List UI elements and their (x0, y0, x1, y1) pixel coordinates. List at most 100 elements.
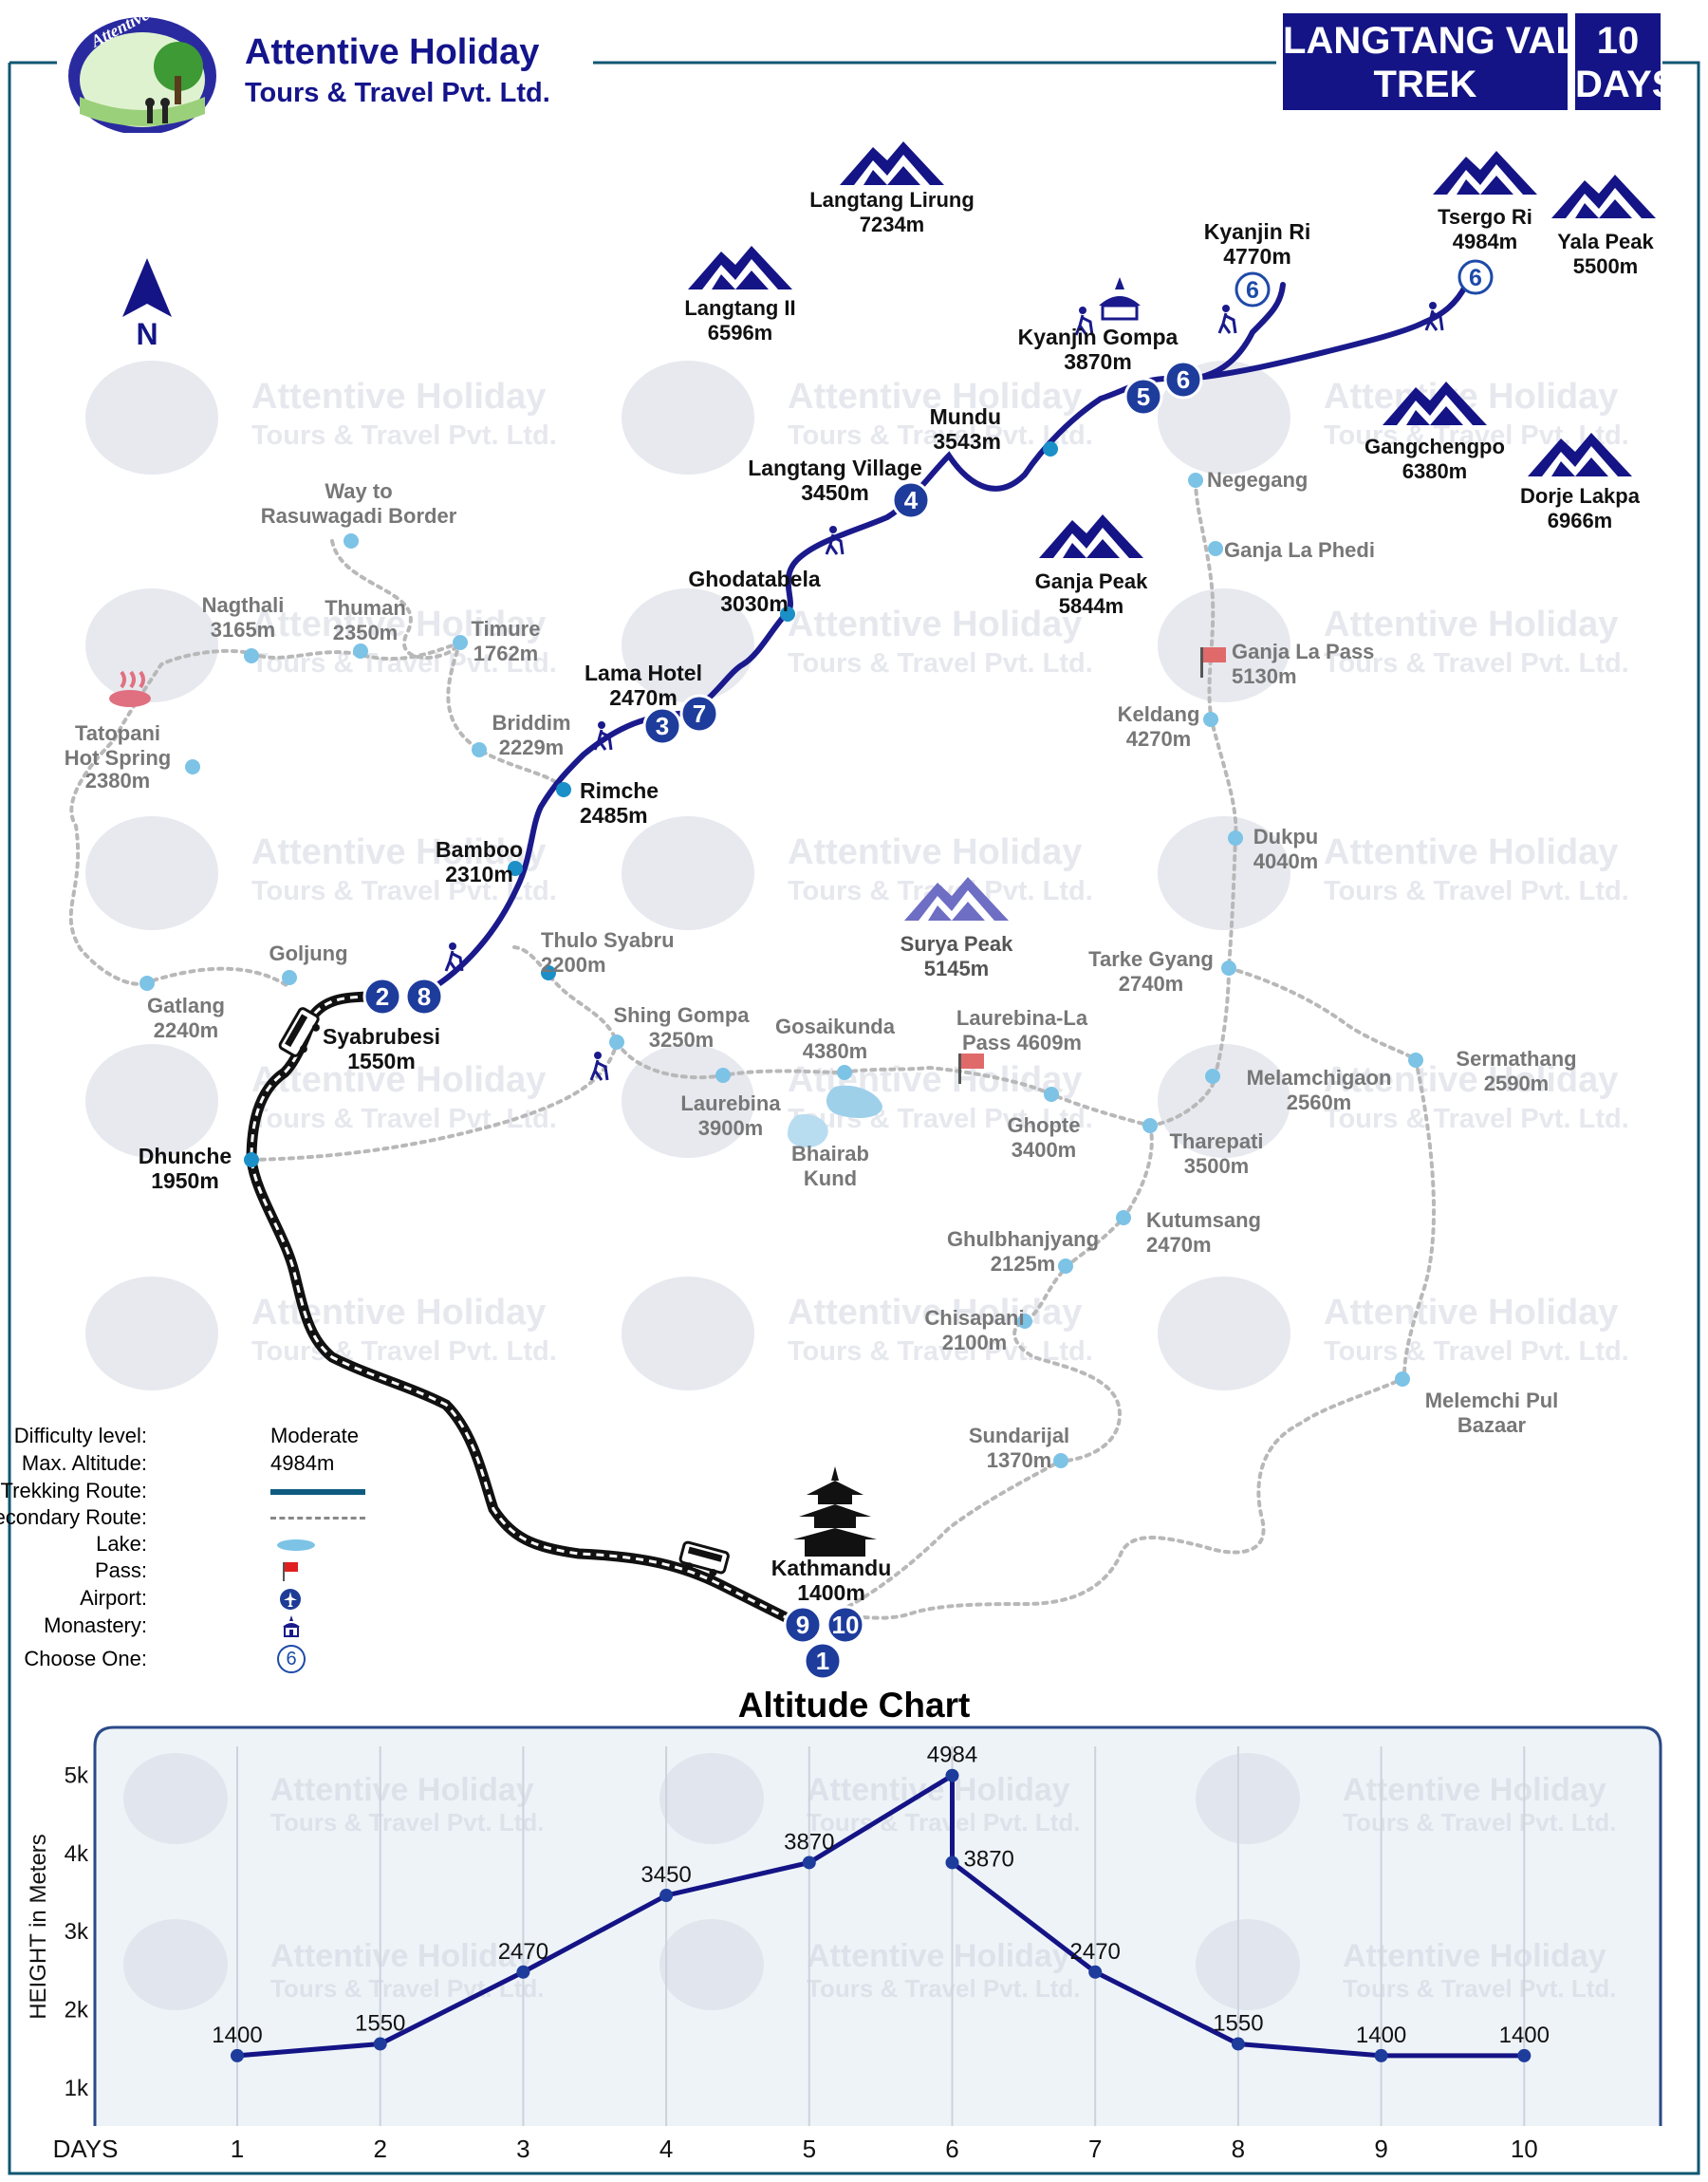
place-name: Tharepati (1169, 1129, 1263, 1153)
mountain-icon (1383, 382, 1487, 425)
place-altitude: 2560m (1287, 1091, 1352, 1114)
place-altitude: 3165m (211, 618, 276, 642)
waypoint-dot (541, 965, 556, 980)
watermark-emblem (85, 1044, 218, 1158)
place-altitude: Rasuwagadi Border (261, 504, 457, 528)
x-tick-label: 2 (373, 2135, 386, 2163)
hiker-icon (444, 942, 464, 972)
watermark-line2: Tours & Travel Pvt. Ltd. (1343, 1974, 1616, 2003)
place-name: Way to (325, 479, 392, 503)
watermark-emblem (1158, 1277, 1290, 1390)
watermark-line1: Attentive Holiday (1343, 1938, 1606, 1974)
y-tick-label: 4k (65, 1841, 89, 1867)
place-altitude: 2200m (541, 953, 606, 977)
day-marker: 5 (1123, 377, 1163, 417)
place-altitude: 1550m (347, 1049, 416, 1073)
peak-name: Dorje Lakpa (1520, 484, 1641, 508)
waypoint-dot (244, 648, 259, 663)
waypoint-dot (1408, 1053, 1423, 1068)
watermark-emblem (622, 1277, 754, 1390)
waypoint-dot (1142, 1118, 1158, 1133)
y-tick-label: 5k (65, 1762, 89, 1788)
place-name: Timure (472, 617, 541, 641)
data-label: 3870 (784, 1829, 834, 1855)
lake-icon (277, 1539, 315, 1551)
place-name: Thuman (325, 596, 406, 620)
day-marker-label: 4 (904, 486, 919, 514)
north-label: N (136, 317, 158, 351)
watermark-emblem (1158, 816, 1290, 930)
days-number: 10 (1596, 20, 1640, 62)
legend-choose-label: Choose One: (24, 1647, 147, 1670)
data-point (1231, 2037, 1245, 2051)
peak-altitude: 6596m (708, 321, 773, 345)
place-name: Gosaikunda (775, 1015, 896, 1038)
watermark-emblem (659, 1919, 764, 2010)
place-name: Bhairab (791, 1142, 869, 1166)
place-altitude: 1370m (987, 1448, 1052, 1472)
data-point (516, 1965, 530, 1979)
watermark-emblem (1158, 1044, 1290, 1158)
waypoint-dot (282, 970, 297, 985)
peak-name: Langtang Lirung (809, 188, 975, 212)
flag-icon (1200, 647, 1226, 678)
watermark-line2: Tours & Travel Pvt. Ltd. (251, 876, 557, 906)
watermark-emblem (123, 1753, 228, 1844)
waypoint-dot (244, 1152, 259, 1167)
data-point (1088, 1965, 1103, 1979)
x-tick-label: 1 (231, 2135, 244, 2163)
watermark-line2: Tours & Travel Pvt. Ltd. (251, 1336, 557, 1367)
data-label: 1400 (212, 2023, 262, 2048)
mountain-icon (1039, 514, 1143, 558)
place-altitude: 1950m (151, 1168, 219, 1193)
place-altitude: 2740m (1119, 972, 1184, 996)
peak-altitude: 5844m (1059, 594, 1124, 618)
watermark-line1: Attentive Holiday (251, 832, 546, 872)
watermark-line2: Tours & Travel Pvt. Ltd. (788, 1336, 1093, 1367)
data-point (945, 1856, 959, 1870)
data-point (231, 2048, 244, 2062)
place-name: Laurebina-La (956, 1006, 1088, 1030)
lake-icon (788, 1114, 828, 1148)
watermark-emblem (1196, 1753, 1300, 1844)
flag-icon (281, 1560, 302, 1589)
watermark-line2: Tours & Travel Pvt. Ltd. (807, 1974, 1080, 2003)
title-line1: LANGTANG VALLEY (1283, 20, 1653, 62)
watermark-line2: Tours & Travel Pvt. Ltd. (788, 648, 1093, 679)
place-name: Kyanjin Ri (1204, 219, 1310, 244)
place-altitude: Bazaar (1457, 1413, 1527, 1437)
place-altitude: 4380m (803, 1039, 868, 1063)
place-altitude: 2485m (580, 803, 648, 828)
pagoda-icon (793, 1466, 877, 1557)
watermark-emblem (85, 361, 218, 475)
place-name: Nagthali (202, 593, 285, 617)
legend-secondary: Secondary Route: (0, 1505, 380, 1530)
watermark-line2: Tours & Travel Pvt. Ltd. (1324, 648, 1629, 679)
waypoint-dot (556, 782, 571, 797)
y-tick-label: 2k (65, 1997, 89, 2023)
peak-altitude: 7234m (860, 213, 925, 236)
place-altitude: 3450m (801, 480, 869, 505)
route-helambu-main (833, 1124, 1154, 1615)
day-marker: 10 (826, 1605, 865, 1645)
north-arrow: N (119, 256, 176, 356)
watermark-line1: Attentive Holiday (251, 377, 546, 417)
place-name: Shing Gompa (614, 1003, 751, 1027)
place-name: Ganja La Phedi (1224, 538, 1375, 562)
day-marker-label: 5 (1137, 382, 1150, 411)
y-tick-label: 3k (65, 1919, 89, 1945)
watermark-emblem (1158, 588, 1290, 702)
watermark-line1: Attentive Holiday (807, 1772, 1070, 1808)
place-name: Syabrubesi (323, 1024, 440, 1049)
hot-spring-icon (109, 670, 151, 707)
place-altitude: 3250m (649, 1028, 715, 1052)
place-name: Sermathang (1456, 1047, 1576, 1071)
x-tick-label: 5 (803, 2135, 816, 2163)
day-marker: 6 (1457, 259, 1494, 295)
place-name: Tarke Gyang (1088, 947, 1214, 971)
day-marker-label: 2 (376, 982, 389, 1011)
place-altitude: 5130m (1232, 664, 1297, 688)
waypoint-dot (1203, 712, 1218, 727)
